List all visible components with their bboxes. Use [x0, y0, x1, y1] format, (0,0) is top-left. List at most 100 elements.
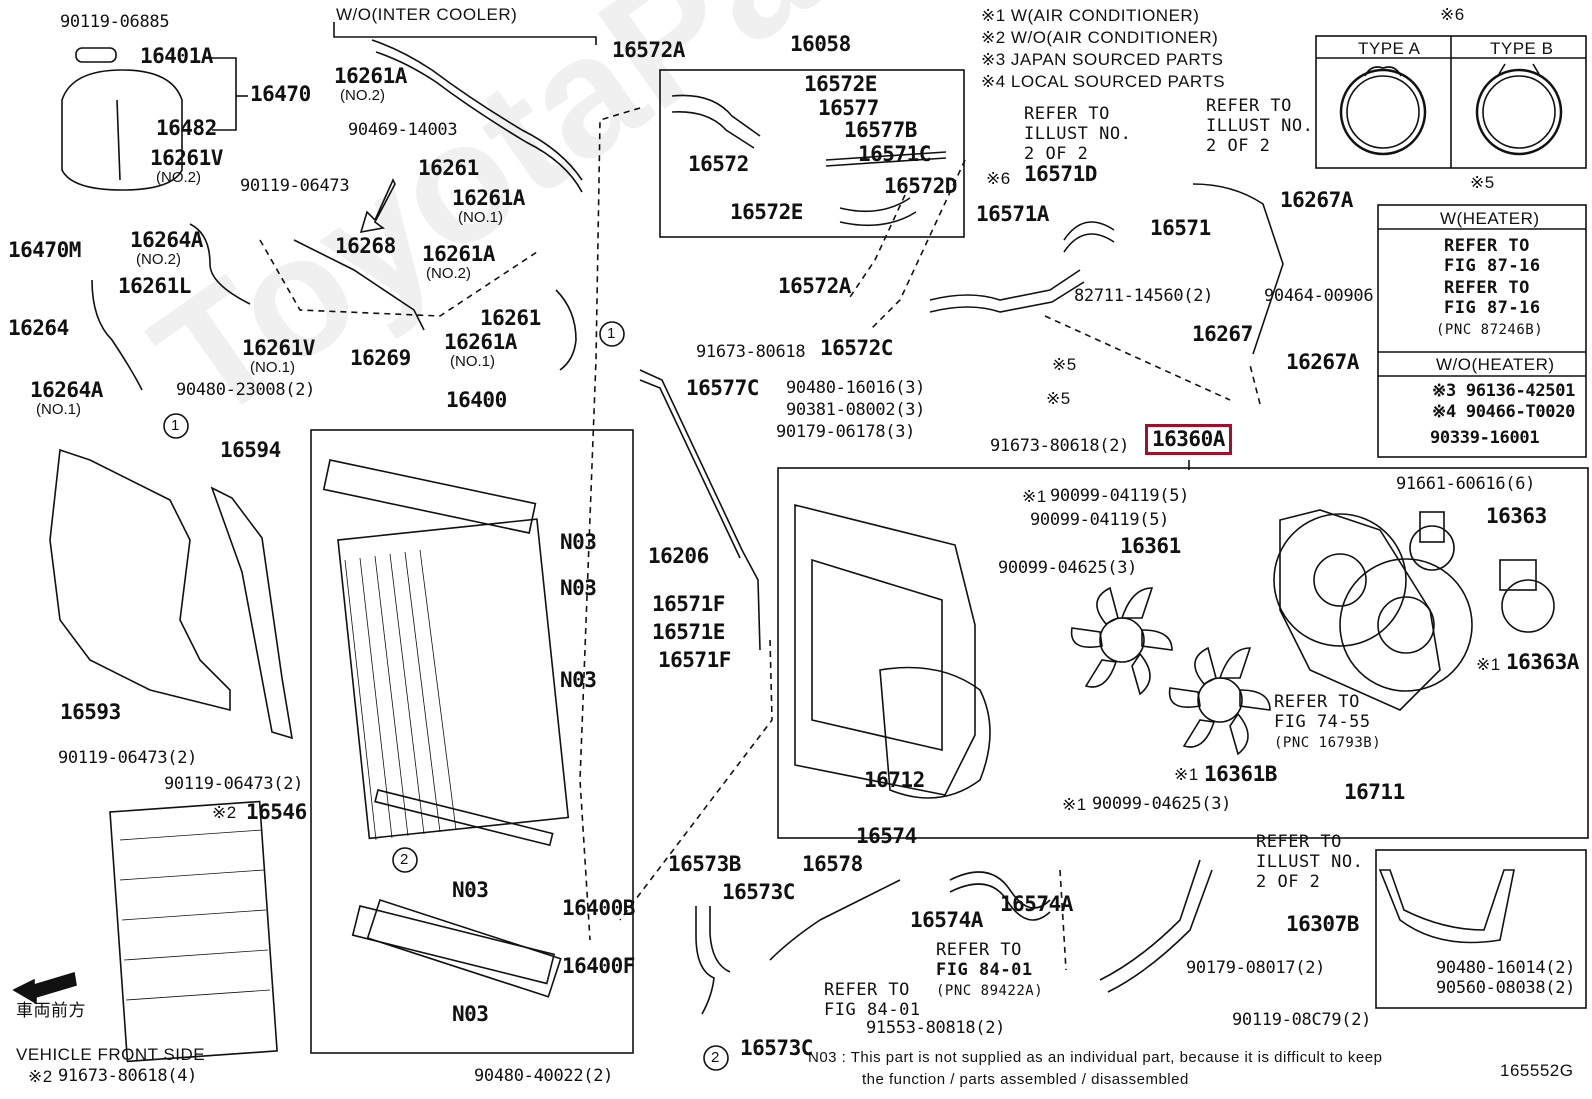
part-label-90179-08017[interactable]: 90179-08017(2): [1186, 958, 1326, 978]
part-label-90099-04119[interactable]: 90099-04119(5): [1050, 486, 1190, 506]
part-label-16261A-no2[interactable]: 16261A: [334, 64, 407, 88]
heater-part-2[interactable]: ※4 90466-T0020: [1432, 402, 1576, 422]
part-label-90119-06473-2[interactable]: 90119-06473(2): [164, 774, 304, 794]
part-label-16264A-no2[interactable]: 16264A: [130, 228, 203, 252]
part-label-16571F[interactable]: 16571F: [658, 648, 731, 672]
part-label-16264[interactable]: 16264: [8, 316, 69, 340]
part-label-16574A[interactable]: 16574A: [1000, 892, 1073, 916]
part-label-16401A[interactable]: 16401A: [140, 44, 213, 68]
part-label-16578[interactable]: 16578: [802, 852, 863, 876]
part-label-16261V-no1[interactable]: 16261V: [242, 336, 315, 360]
part-label-90469-14003[interactable]: 90469-14003: [348, 120, 458, 140]
part-label-90480-23008[interactable]: 90480-23008(2): [176, 380, 316, 400]
part-label-90480-16016[interactable]: 90480-16016(3): [786, 378, 926, 398]
part-label-16400B[interactable]: 16400B: [562, 896, 635, 920]
part-label-91661-60616[interactable]: 91661-60616(6): [1396, 474, 1536, 494]
part-label-16593[interactable]: 16593: [60, 700, 121, 724]
part-label-16571D[interactable]: 16571D: [1024, 162, 1097, 186]
part-label-16058[interactable]: 16058: [790, 32, 851, 56]
part-label-16572A[interactable]: 16572A: [612, 38, 685, 62]
part-label-91673-80618-4[interactable]: 91673-80618(4): [58, 1066, 198, 1086]
part-label-90480-16014[interactable]: 90480-16014(2): [1436, 958, 1576, 978]
part-label-16712[interactable]: 16712: [864, 768, 925, 792]
part-label-16577B[interactable]: 16577B: [844, 118, 917, 142]
part-label-16470M[interactable]: 16470M: [8, 238, 81, 262]
part-label-90099-04625[interactable]: 90099-04625(3): [998, 558, 1138, 578]
part-label-90119-06885[interactable]: 90119-06885: [60, 12, 170, 32]
part-label-16572A[interactable]: 16572A: [778, 274, 851, 298]
part-label-N03[interactable]: N03: [560, 576, 597, 600]
part-label-16267A[interactable]: 16267A: [1286, 350, 1359, 374]
part-label-16572[interactable]: 16572: [688, 152, 749, 176]
part-label-16363[interactable]: 16363: [1486, 504, 1547, 528]
part-label-82711-14560[interactable]: 82711-14560(2): [1074, 286, 1214, 306]
part-label-16261A-no2[interactable]: 16261A: [422, 242, 495, 266]
part-label-16261A-no1[interactable]: 16261A: [444, 330, 517, 354]
part-label-16571[interactable]: 16571: [1150, 216, 1211, 240]
heater-ref2-fig[interactable]: FIG 87-16: [1444, 298, 1541, 318]
part-label-16482[interactable]: 16482: [156, 116, 217, 140]
part-label-16400F[interactable]: 16400F: [562, 954, 635, 978]
part-label-16361B[interactable]: 16361B: [1204, 762, 1277, 786]
part-label-16577[interactable]: 16577: [818, 96, 879, 120]
part-label-16546[interactable]: 16546: [246, 800, 307, 824]
heater-ref1[interactable]: REFER TO: [1444, 236, 1530, 256]
part-label-91553-80818[interactable]: 91553-80818(2): [866, 1018, 1006, 1038]
part-label-N03[interactable]: N03: [560, 668, 597, 692]
part-label-90119-08C79[interactable]: 90119-08C79(2): [1232, 1010, 1372, 1030]
heater-part-1[interactable]: ※3 96136-42501: [1432, 381, 1576, 401]
part-label-16261[interactable]: 16261: [480, 306, 541, 330]
part-label-90179-06178[interactable]: 90179-06178(3): [776, 422, 916, 442]
part-label-90560-08038[interactable]: 90560-08038(2): [1436, 978, 1576, 998]
part-label-16574A[interactable]: 16574A: [910, 908, 983, 932]
part-label-90119-06473-2[interactable]: 90119-06473(2): [58, 748, 198, 768]
part-label-16571E[interactable]: 16571E: [652, 620, 725, 644]
part-label-90099-04119[interactable]: 90099-04119(5): [1030, 510, 1170, 530]
heater-ref1-fig[interactable]: FIG 87-16: [1444, 256, 1541, 276]
part-label-16573C[interactable]: 16573C: [740, 1036, 813, 1060]
part-label-90119-06473[interactable]: 90119-06473: [240, 176, 350, 196]
part-label-90381-08002[interactable]: 90381-08002(3): [786, 400, 926, 420]
part-label-16363A[interactable]: 16363A: [1506, 650, 1579, 674]
part-label-16572E[interactable]: 16572E: [730, 200, 803, 224]
part-label-16261[interactable]: 16261: [418, 156, 479, 180]
part-label-16268[interactable]: 16268: [335, 234, 396, 258]
part-label-16400[interactable]: 16400: [446, 388, 507, 412]
part-label-16206[interactable]: 16206: [648, 544, 709, 568]
part-label-16573C[interactable]: 16573C: [722, 880, 795, 904]
heater-part-3[interactable]: 90339-16001: [1430, 428, 1540, 448]
part-label-16261A-no1[interactable]: 16261A: [452, 186, 525, 210]
part-label-16571C[interactable]: 16571C: [858, 142, 931, 166]
part-label-16571F[interactable]: 16571F: [652, 592, 725, 616]
part-label-16572C[interactable]: 16572C: [820, 336, 893, 360]
highlighted-part-16360A[interactable]: 16360A: [1145, 424, 1232, 455]
part-label-16577C[interactable]: 16577C: [686, 376, 759, 400]
part-label-91673-80618[interactable]: 91673-80618: [696, 342, 806, 362]
part-label-16470[interactable]: 16470: [250, 82, 311, 106]
part-label-90464-00906[interactable]: 90464-00906: [1264, 286, 1374, 306]
part-label-16594[interactable]: 16594: [220, 438, 281, 462]
part-label-16572D[interactable]: 16572D: [884, 174, 957, 198]
part-label-N03[interactable]: N03: [452, 878, 489, 902]
part-label-90099-04625[interactable]: 90099-04625(3): [1092, 794, 1232, 814]
part-label-16307B[interactable]: 16307B: [1286, 912, 1359, 936]
part-label-N03[interactable]: N03: [452, 1002, 489, 1026]
part-label-91673-80618-2[interactable]: 91673-80618(2): [990, 436, 1130, 456]
part-label-16711[interactable]: 16711: [1344, 780, 1405, 804]
part-label-16573B[interactable]: 16573B: [668, 852, 741, 876]
part-label-16361[interactable]: 16361: [1120, 534, 1181, 558]
part-label-90480-40022[interactable]: 90480-40022(2): [474, 1066, 614, 1086]
part-label-16572E[interactable]: 16572E: [804, 72, 877, 96]
heater-ref2[interactable]: REFER TO: [1444, 278, 1530, 298]
part-label-16574[interactable]: 16574: [856, 824, 917, 848]
part-label-16267[interactable]: 16267: [1192, 322, 1253, 346]
part-label-N03[interactable]: N03: [560, 530, 597, 554]
part-label-16267A[interactable]: 16267A: [1280, 188, 1353, 212]
part-label-16261V-no2[interactable]: 16261V: [150, 146, 223, 170]
part-label-16264A-no1[interactable]: 16264A: [30, 378, 103, 402]
